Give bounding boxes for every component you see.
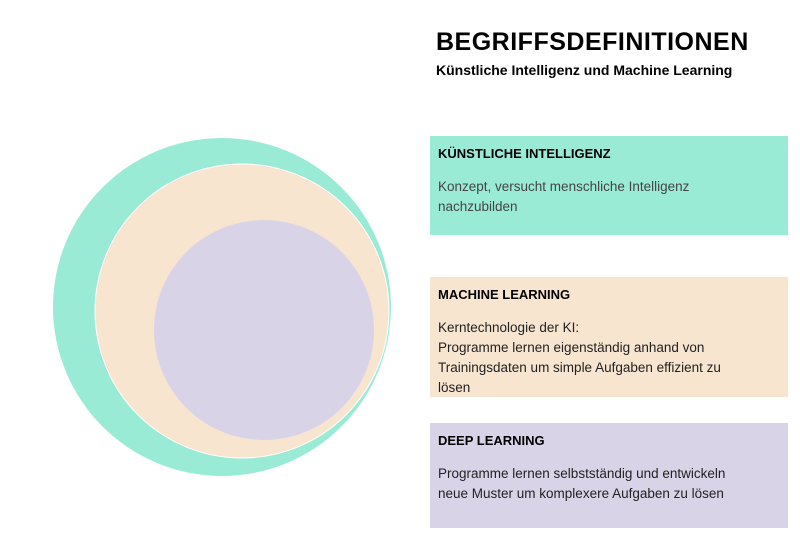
nested-circles-diagram xyxy=(53,138,391,476)
definition-heading: DEEP LEARNING xyxy=(438,433,545,448)
definition-heading: MACHINE LEARNING xyxy=(438,287,571,302)
definition-text: Programme lernen selbstständig und entwi… xyxy=(438,466,726,501)
page-title: BEGRIFFSDEFINITIONEN xyxy=(436,28,749,56)
page-subtitle: Künstliche Intelligenz und Machine Learn… xyxy=(436,62,733,78)
definition-text: Kerntechnologie der KI: Programme lernen… xyxy=(438,320,721,395)
circle-deep-learning xyxy=(154,220,374,440)
definition-heading: KÜNSTLICHE INTELLIGENZ xyxy=(438,146,611,161)
definition-box-ml: MACHINE LEARNING Kerntechnologie der KI:… xyxy=(430,277,788,397)
definition-box-dl: DEEP LEARNING Programme lernen selbststä… xyxy=(430,423,788,528)
definition-text: Konzept, versucht menschliche Intelligen… xyxy=(438,179,690,214)
definition-box-ki: KÜNSTLICHE INTELLIGENZ Konzept, versucht… xyxy=(430,136,788,235)
